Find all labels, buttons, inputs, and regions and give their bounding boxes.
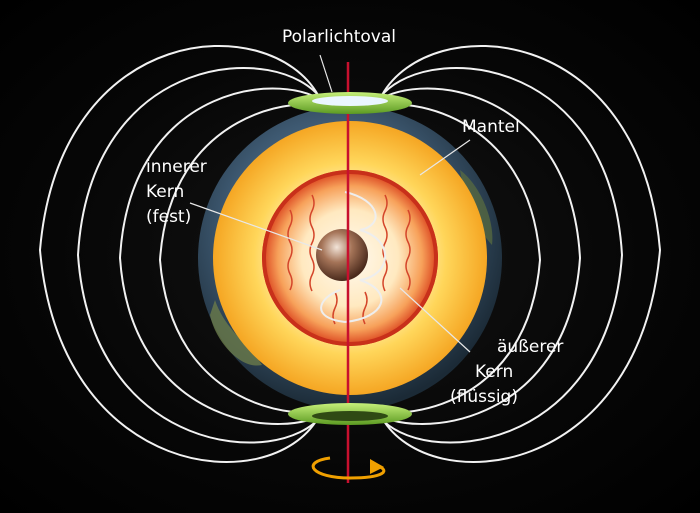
- circular-arrow-icon: [311, 456, 386, 480]
- label-outer-core-line3: (flüssig): [450, 387, 518, 407]
- leader-line-outer-core: [399, 287, 471, 353]
- field-line: [38, 45, 319, 463]
- field-line: [373, 87, 582, 425]
- label-inner-core-line3: (fest): [146, 207, 191, 227]
- leader-line-inner-core: [189, 202, 323, 251]
- convection-wiggle: [287, 209, 293, 291]
- leader-line-aurora: [319, 54, 333, 93]
- convection-currents: [287, 194, 411, 325]
- field-lines-right: [369, 45, 662, 463]
- leader-lines: [189, 54, 471, 353]
- aurora-oval-south: [288, 403, 412, 425]
- field-line: [158, 103, 331, 414]
- label-inner-core-line1: innerer: [146, 157, 207, 177]
- field-line: [369, 103, 542, 414]
- label-outer-core-line1: äußerer: [497, 337, 563, 357]
- leader-line-mantle: [419, 139, 471, 176]
- convection-wiggle: [309, 194, 315, 292]
- convection-wiggle: [382, 194, 388, 292]
- dynamo-loop: [320, 191, 387, 324]
- field-line: [381, 45, 662, 463]
- convection-wiggle: [405, 209, 411, 291]
- label-outer-core-line2: Kern: [475, 362, 513, 382]
- label-inner-core-line2: Kern: [146, 182, 184, 202]
- field-lines-left: [38, 45, 331, 463]
- label-aurora-oval: Polarlichtoval: [282, 27, 396, 47]
- convection-wiggle: [362, 291, 368, 325]
- label-mantle: Mantel: [462, 117, 520, 137]
- field-line: [76, 67, 323, 444]
- outer-core-rim: [262, 170, 438, 346]
- field-line: [118, 87, 327, 425]
- aurora-oval-north: [288, 92, 412, 114]
- field-line: [377, 67, 624, 444]
- inner-core: [316, 229, 368, 281]
